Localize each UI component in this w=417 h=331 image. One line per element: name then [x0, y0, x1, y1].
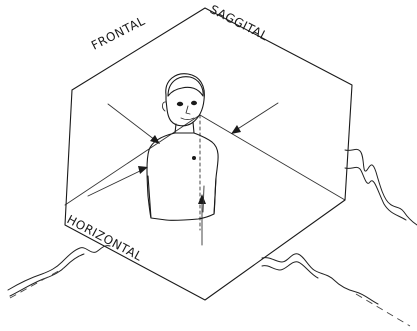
signal-traces [8, 149, 417, 326]
human-figure [147, 74, 218, 221]
arrow-from-bottom [198, 194, 206, 245]
projection-arrows [88, 103, 278, 245]
arrow-from-right [231, 103, 278, 134]
horizontal-trace [8, 246, 110, 290]
eye-left [177, 102, 183, 106]
arrow-from-left [108, 104, 160, 144]
eye-right [191, 101, 197, 105]
label-frontal: FRONTAL [89, 14, 147, 53]
arrow-from-below-left [88, 166, 148, 196]
label-saggital: SAGGITAL [208, 2, 271, 43]
cube-outline [65, 8, 352, 300]
label-horizontal: HORIZONTAL [65, 212, 145, 263]
heart-point [192, 156, 196, 160]
cube-back-edges [65, 115, 345, 230]
saggital-trace [345, 149, 417, 225]
